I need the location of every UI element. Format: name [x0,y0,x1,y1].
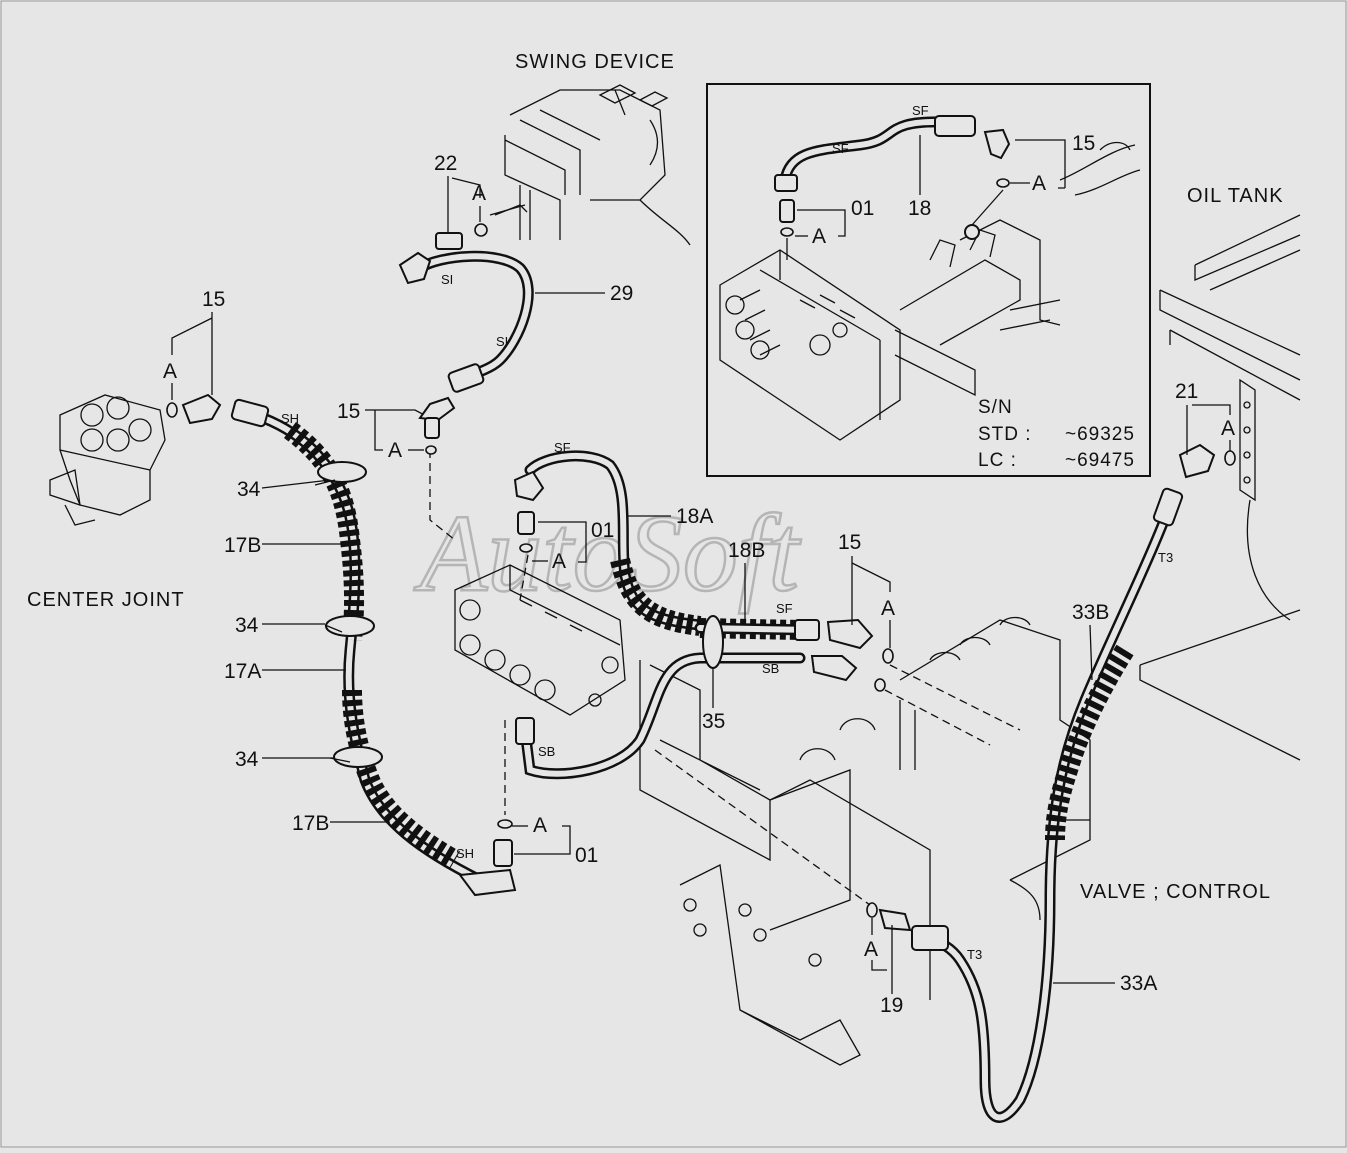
hose-29-end-fitting [447,363,485,393]
inset-hose-code-top: SF [912,103,929,118]
a-mark-21: A [1221,417,1235,440]
callout-33b: 33B [1072,601,1109,624]
inset-sn-label: S/N [978,397,1013,418]
callout-18b: 18B [728,539,765,562]
callout-34-bottom: 34 [235,748,259,771]
a-mark-01-mid: A [552,550,566,573]
callout-33a: 33A [1120,972,1157,995]
a-mark-15-left: A [163,360,177,383]
clamp-34-mid [325,615,375,637]
inset-callout-18: 18 [908,197,931,220]
callout-01-mid: 01 [591,519,614,542]
hose-protector-18a [610,557,702,636]
hose-17-bottom-fitting [458,868,517,897]
callout-01-bottom: 01 [575,844,598,867]
inset-callout-15: 15 [1072,132,1095,155]
hose-code-t3-top: T3 [1158,550,1173,565]
inset-a-mark-01: A [812,225,826,248]
hose-code-t3-bottom: T3 [967,947,982,962]
a-mark-19: A [864,938,878,961]
callout-34-top: 34 [237,478,261,501]
inset-std-label: STD : [978,424,1032,445]
callout-29: 29 [610,282,633,305]
callouts: 15 A 22 A 29 15 A 34 17B 34 17A 34 17B [163,152,1235,1017]
watermark: AutoSoft [413,492,801,614]
hose-29-elbow [398,251,432,285]
center-joint-label: CENTER JOINT [27,589,185,611]
oil-tank-label: OIL TANK [1187,185,1284,207]
connector-19 [878,908,912,932]
callout-17a: 17A [224,660,261,683]
inset-connector-01 [779,199,795,223]
callout-34-mid: 34 [235,614,259,637]
valve-control-drawing [639,616,1091,1066]
valve-block-left [454,564,626,716]
clamp-35 [702,615,724,669]
callout-21: 21 [1175,380,1198,403]
hose-protector-17b-top [283,422,365,641]
hose-code-si-bottom: SI [496,334,508,349]
callout-35: 35 [702,710,725,733]
hose-codes: SH SH SI SI SF SF SB SB T3 T3 [281,272,1173,962]
callout-15-left: 15 [202,288,225,311]
hose-33-top-fitting [1152,487,1184,527]
hose-code-sb-low: SB [538,744,555,759]
connector-22 [435,232,463,250]
hose-code-sf-18b: SF [776,601,793,616]
elbow-15-right [826,618,874,650]
valve-control-label: VALVE ; CONTROL [1080,881,1271,903]
hose-code-sh-top: SH [281,411,299,426]
hose-code-sh-bottom: SH [456,846,474,861]
hose-protector-17b-bottom [342,689,460,869]
callout-15-mid: 15 [337,400,360,423]
a-mark-15-mid: A [388,439,402,462]
callout-18a: 18A [676,505,713,528]
hose-code-si-top: SI [441,272,453,287]
hose-code-sf-18a: SF [554,440,571,455]
elbow-21 [1178,443,1216,479]
inset-a-mark-15: A [1032,172,1046,195]
elbow-15-left [181,393,222,425]
a-mark-22: A [472,182,486,205]
swing-device-label: SWING DEVICE [515,51,675,73]
hose-29 [414,250,534,386]
center-joint-drawing [49,394,166,526]
hose-code-sb-35: SB [762,661,779,676]
callout-17b-bottom: 17B [292,812,329,835]
inset-lc-label: LC : [978,450,1017,471]
clamp-34-top [317,461,367,483]
swing-device-drawing [494,84,691,246]
elbow-15-mid [418,396,456,422]
inset-box: SF SF 18 15 A 01 A S/N STD : ~69325 LC :… [706,83,1151,477]
inset-callout-01: 01 [851,197,874,220]
hose-sb-35 [519,652,806,780]
inset-valve-drawing [719,141,1141,441]
inset-fitting-nut [934,115,976,137]
hose-protector-33b [1045,644,1134,841]
inset-hose-code-left: SF [832,141,849,156]
inset-std-value: ~69325 [1065,424,1135,445]
a-mark-15-right: A [881,597,895,620]
callout-22: 22 [434,152,457,175]
clamp-34-bottom [333,746,383,768]
assembly-dashed-lines [429,450,1021,906]
callout-19: 19 [880,994,903,1017]
connector-01-bottom [493,839,513,867]
callout-17b-top: 17B [224,534,261,557]
inset-lc-value: ~69475 [1065,450,1135,471]
callout-15-right: 15 [838,531,861,554]
a-mark-01-bottom: A [533,814,547,837]
hose-33-bottom-fitting [911,925,949,951]
connector-01-mid [517,511,535,535]
hose-17-top-fitting [230,398,270,428]
oil-tank-drawing [1139,214,1301,761]
